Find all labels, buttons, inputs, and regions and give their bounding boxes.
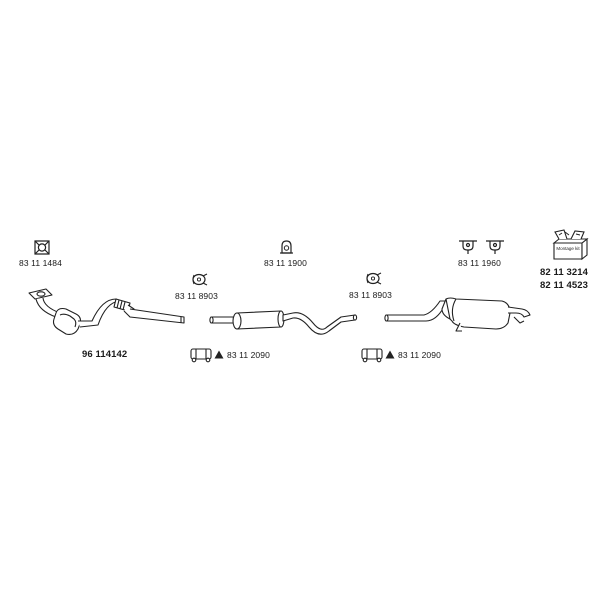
part-number-label: 83 11 1484 xyxy=(19,258,62,268)
part-number-label: 82 11 4523 xyxy=(540,280,589,291)
mounting-kit-box-icon xyxy=(551,229,589,261)
pipe-clamp-icon xyxy=(191,273,208,286)
part-number-label: 83 11 8903 xyxy=(349,290,392,300)
part-number-label: 83 11 1900 xyxy=(264,258,307,268)
part-number-label: 83 11 8903 xyxy=(175,291,218,301)
catalytic-converter-icon xyxy=(26,287,186,339)
middle-silencer-icon xyxy=(209,303,359,339)
warning-triangle-icon xyxy=(214,350,224,359)
rear-silencer-icon xyxy=(384,291,534,333)
connector-sleeve-icon xyxy=(361,346,383,362)
part-number-label: 83 11 2090 xyxy=(227,350,270,360)
connector-sleeve-icon xyxy=(190,346,212,362)
box-text: Montage kit xyxy=(556,246,580,251)
hanger-pair-icon xyxy=(458,239,506,255)
rubber-mount-icon xyxy=(279,240,294,255)
part-number-label: 96 114142 xyxy=(82,349,128,360)
warning-triangle-icon xyxy=(385,350,395,359)
part-number-label: 83 11 2090 xyxy=(398,350,441,360)
part-number-label: 82 11 3214 xyxy=(540,267,589,278)
part-number-label: 83 11 1960 xyxy=(458,258,501,268)
pipe-clamp-icon xyxy=(365,272,382,285)
square-gasket-icon xyxy=(33,239,51,256)
